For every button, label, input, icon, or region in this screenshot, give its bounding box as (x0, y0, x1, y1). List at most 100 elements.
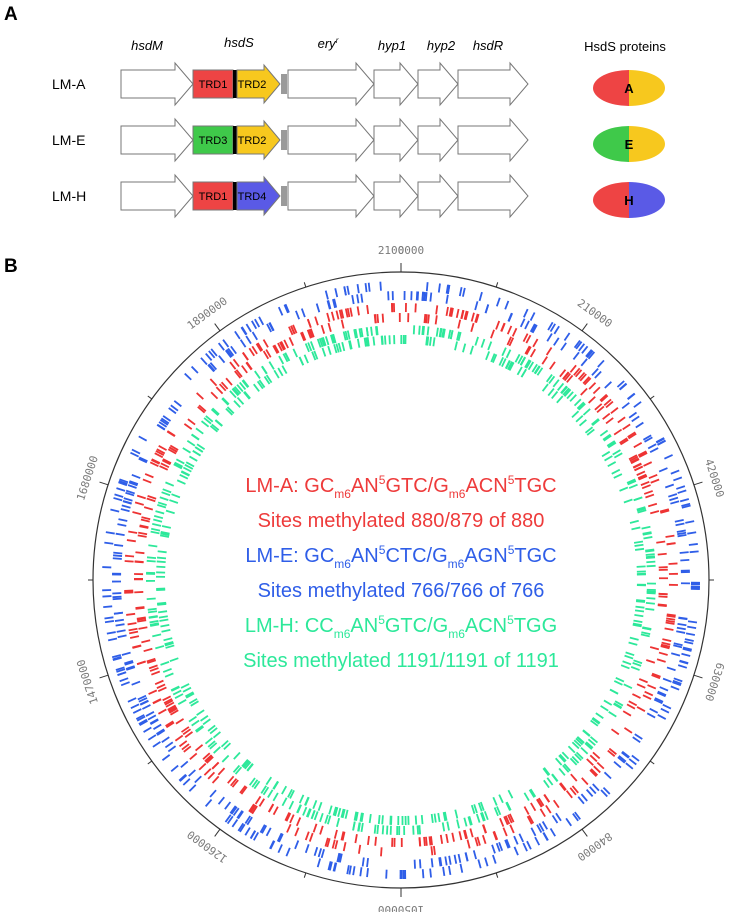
site-mark (229, 361, 237, 370)
site-mark (127, 484, 137, 489)
legend-line: LM-H: CCm6AN5GTC/Gm6ACN5TGG (245, 613, 557, 641)
site-mark (499, 817, 505, 827)
panel-b: B 02100004200006300008400001050000126000… (4, 244, 727, 912)
site-mark (469, 828, 474, 838)
site-mark (209, 362, 218, 371)
site-mark (156, 729, 166, 736)
site-mark (523, 806, 530, 815)
site-mark (196, 709, 205, 716)
site-mark (104, 620, 115, 624)
site-mark (470, 322, 475, 332)
site-mark (161, 525, 172, 529)
site-mark (114, 618, 124, 622)
site-mark (534, 836, 541, 846)
site-mark (217, 796, 225, 805)
site-mark (613, 702, 623, 709)
site-mark (517, 355, 524, 365)
hsdm-arrow (120, 117, 194, 163)
site-mark (636, 507, 646, 512)
site-mark (600, 705, 609, 712)
site-mark (589, 786, 597, 795)
site-mark (629, 519, 639, 524)
site-mark (123, 497, 133, 502)
site-mark (176, 479, 186, 485)
site-mark (149, 667, 159, 672)
site-mark (600, 789, 608, 798)
site-mark (623, 683, 633, 689)
site-mark (304, 831, 310, 841)
site-mark (162, 458, 172, 464)
site-mark (430, 836, 433, 846)
site-mark (435, 305, 439, 315)
site-mark (157, 504, 167, 509)
site-mark (167, 448, 177, 455)
site-mark (209, 727, 218, 735)
trd-divider (233, 182, 237, 210)
site-mark (254, 318, 261, 328)
site-mark (498, 841, 504, 852)
site-mark (162, 667, 172, 673)
site-mark (631, 754, 640, 762)
site-mark (278, 833, 284, 843)
site-mark (209, 378, 218, 387)
site-mark (561, 751, 570, 760)
site-mark (589, 736, 599, 744)
site-mark (356, 284, 360, 294)
site-mark (333, 829, 338, 839)
site-mark (507, 814, 513, 824)
site-mark (162, 488, 172, 494)
site-mark (262, 350, 270, 360)
site-mark (235, 369, 243, 378)
site-mark (304, 844, 310, 854)
site-mark (265, 776, 273, 786)
site-mark (670, 469, 680, 475)
site-mark (599, 429, 609, 437)
site-mark (152, 633, 162, 638)
site-mark (681, 652, 691, 657)
site-mark (344, 308, 349, 318)
site-mark (149, 461, 159, 467)
site-mark (129, 630, 139, 635)
site-mark (237, 822, 244, 832)
site-mark (653, 698, 663, 705)
site-mark (613, 452, 623, 459)
site-mark (596, 761, 605, 770)
gene-label-eryr: eryr (318, 36, 339, 51)
trd-right-segment (236, 119, 281, 161)
site-mark (665, 534, 675, 538)
site-mark (217, 342, 225, 351)
site-mark (253, 831, 260, 841)
site-mark (139, 720, 148, 726)
site-mark (577, 401, 585, 410)
site-mark (546, 777, 554, 786)
site-mark (151, 670, 161, 676)
site-mark (425, 836, 428, 846)
site-mark (164, 640, 174, 646)
site-mark (276, 832, 283, 842)
site-mark (660, 707, 670, 714)
site-mark (195, 427, 204, 435)
site-mark (288, 326, 294, 336)
gene-label-hsds: hsdS (224, 35, 254, 50)
site-mark (308, 328, 314, 339)
site-mark (172, 689, 182, 696)
site-mark (638, 678, 648, 684)
site-mark (610, 407, 619, 415)
site-mark (643, 461, 653, 467)
site-mark (236, 396, 245, 405)
site-mark (112, 554, 123, 557)
site-mark (360, 293, 364, 303)
site-mark (662, 638, 672, 642)
site-mark (195, 724, 204, 732)
site-mark (114, 493, 124, 498)
site-mark (239, 339, 247, 348)
site-mark (664, 483, 675, 489)
site-mark (188, 784, 197, 792)
site-mark (438, 328, 442, 338)
site-mark (331, 334, 336, 344)
site-mark (344, 330, 349, 341)
site-mark (117, 523, 127, 527)
site-mark (331, 839, 336, 849)
site-mark (679, 551, 689, 554)
site-mark (128, 627, 138, 632)
